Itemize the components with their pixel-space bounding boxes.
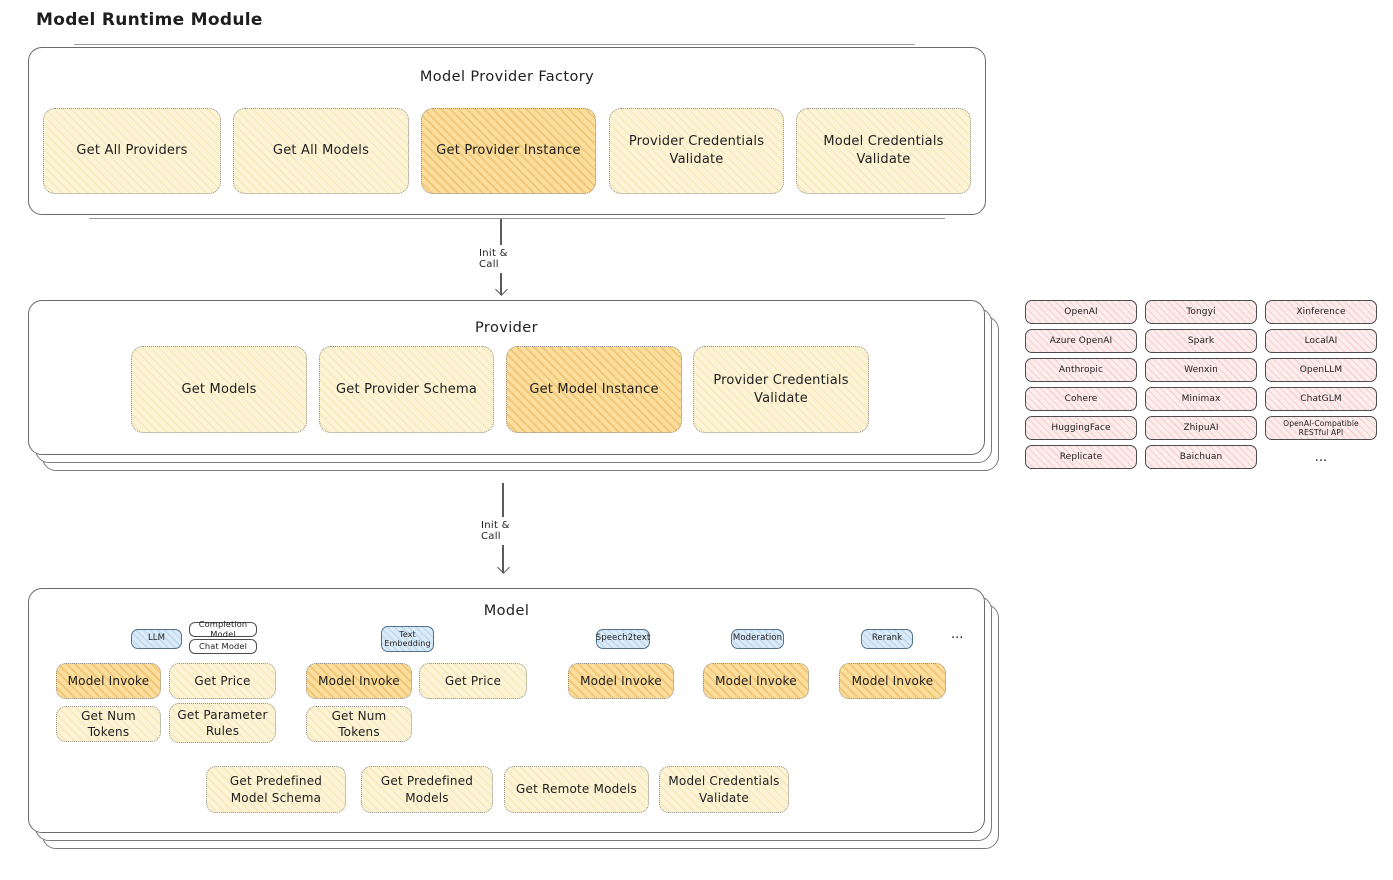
node-provider-credentials-validate: Provider Credentials Validate	[609, 108, 784, 194]
sketch-stroke	[89, 218, 945, 219]
provider-chip: HuggingFace	[1025, 416, 1137, 440]
node-model-credentials-validate-2: Model Credentials Validate	[659, 766, 789, 813]
provider-chip: Wenxin	[1145, 358, 1257, 382]
provider-chip: Cohere	[1025, 387, 1137, 411]
model-title: Model	[483, 603, 530, 619]
factory-box: Model Provider Factory Get All Providers…	[28, 44, 986, 219]
provider-title: Provider	[475, 320, 538, 336]
provider-chip: Tongyi	[1145, 300, 1257, 324]
node-get-all-models: Get All Models	[233, 108, 409, 194]
node-get-provider-instance: Get Provider Instance	[421, 108, 596, 194]
arrowhead-icon	[496, 561, 510, 574]
model-box: Model LLM Completion Model Chat Model Te…	[28, 588, 985, 833]
arrow-provider-to-model: Init & Call	[481, 483, 525, 574]
node-provider-credentials-validate-2: Provider Credentials Validate	[693, 346, 869, 433]
node-model-credentials-validate: Model Credentials Validate	[796, 108, 971, 194]
tag-completion-model: Completion Model	[189, 619, 257, 638]
tag-chat-model: Chat Model	[189, 639, 257, 654]
arrow-label: Init & Call	[479, 248, 508, 270]
provider-chip: ZhipuAI	[1145, 416, 1257, 440]
arrowhead-icon	[494, 283, 508, 296]
tag-speech2text: Speech2text	[596, 629, 650, 649]
provider-list-ellipsis: ...	[1314, 449, 1328, 465]
provider-chip: Spark	[1145, 329, 1257, 353]
provider-chip: Anthropic	[1025, 358, 1137, 382]
diagram-title: Model Runtime Module	[36, 10, 263, 30]
node-model-invoke-rerank: Model Invoke	[839, 663, 946, 699]
node-get-remote-models: Get Remote Models	[504, 766, 649, 813]
node-get-models: Get Models	[131, 346, 307, 433]
arrow-line	[502, 545, 504, 573]
node-get-predefined-model-schema: Get Predefined Model Schema	[206, 766, 346, 813]
node-get-price-embedding: Get Price	[419, 663, 527, 699]
provider-chip: Azure OpenAI	[1025, 329, 1137, 353]
provider-chip: Xinference	[1265, 300, 1377, 324]
arrow-line	[502, 483, 504, 517]
node-get-parameter-rules: Get Parameter Rules	[169, 703, 276, 743]
tag-rerank: Rerank	[861, 629, 913, 649]
provider-chip: OpenAI	[1025, 300, 1137, 324]
provider-chip: OpenAI-Compatible RESTful API	[1265, 416, 1377, 440]
provider-box: Provider Get Models Get Provider Schema …	[28, 300, 985, 455]
tag-moderation: Moderation	[731, 629, 784, 649]
provider-list: OpenAI Tongyi Xinference Azure OpenAI Sp…	[1025, 300, 1377, 469]
node-get-num-tokens-embedding: Get Num Tokens	[306, 706, 412, 742]
node-model-invoke-moderation: Model Invoke	[703, 663, 809, 699]
arrow-line	[500, 273, 502, 295]
node-get-all-providers: Get All Providers	[43, 108, 221, 194]
node-get-provider-schema: Get Provider Schema	[319, 346, 494, 433]
arrow-line	[500, 219, 502, 245]
provider-chip: Replicate	[1025, 445, 1137, 469]
provider-chip: Baichuan	[1145, 445, 1257, 469]
node-get-num-tokens-llm: Get Num Tokens	[56, 706, 161, 742]
tag-text-embedding: Text Embedding	[381, 626, 434, 652]
node-get-predefined-models: Get Predefined Models	[361, 766, 493, 813]
factory-title: Model Provider Factory	[419, 69, 595, 85]
node-get-price-llm: Get Price	[169, 663, 276, 699]
tags-ellipsis: ...	[951, 627, 964, 642]
provider-chip: LocalAI	[1265, 329, 1377, 353]
tag-llm: LLM	[131, 629, 182, 649]
arrow-factory-to-provider: Init & Call	[479, 219, 523, 296]
arrow-label: Init & Call	[481, 520, 510, 542]
provider-chip: Minimax	[1145, 387, 1257, 411]
provider-chip: OpenLLM	[1265, 358, 1377, 382]
node-model-invoke-llm: Model Invoke	[56, 663, 161, 699]
node-model-invoke-speech2text: Model Invoke	[568, 663, 674, 699]
node-get-model-instance: Get Model Instance	[506, 346, 682, 433]
node-model-invoke-embedding: Model Invoke	[306, 663, 412, 699]
provider-chip: ChatGLM	[1265, 387, 1377, 411]
sketch-stroke	[74, 44, 915, 45]
